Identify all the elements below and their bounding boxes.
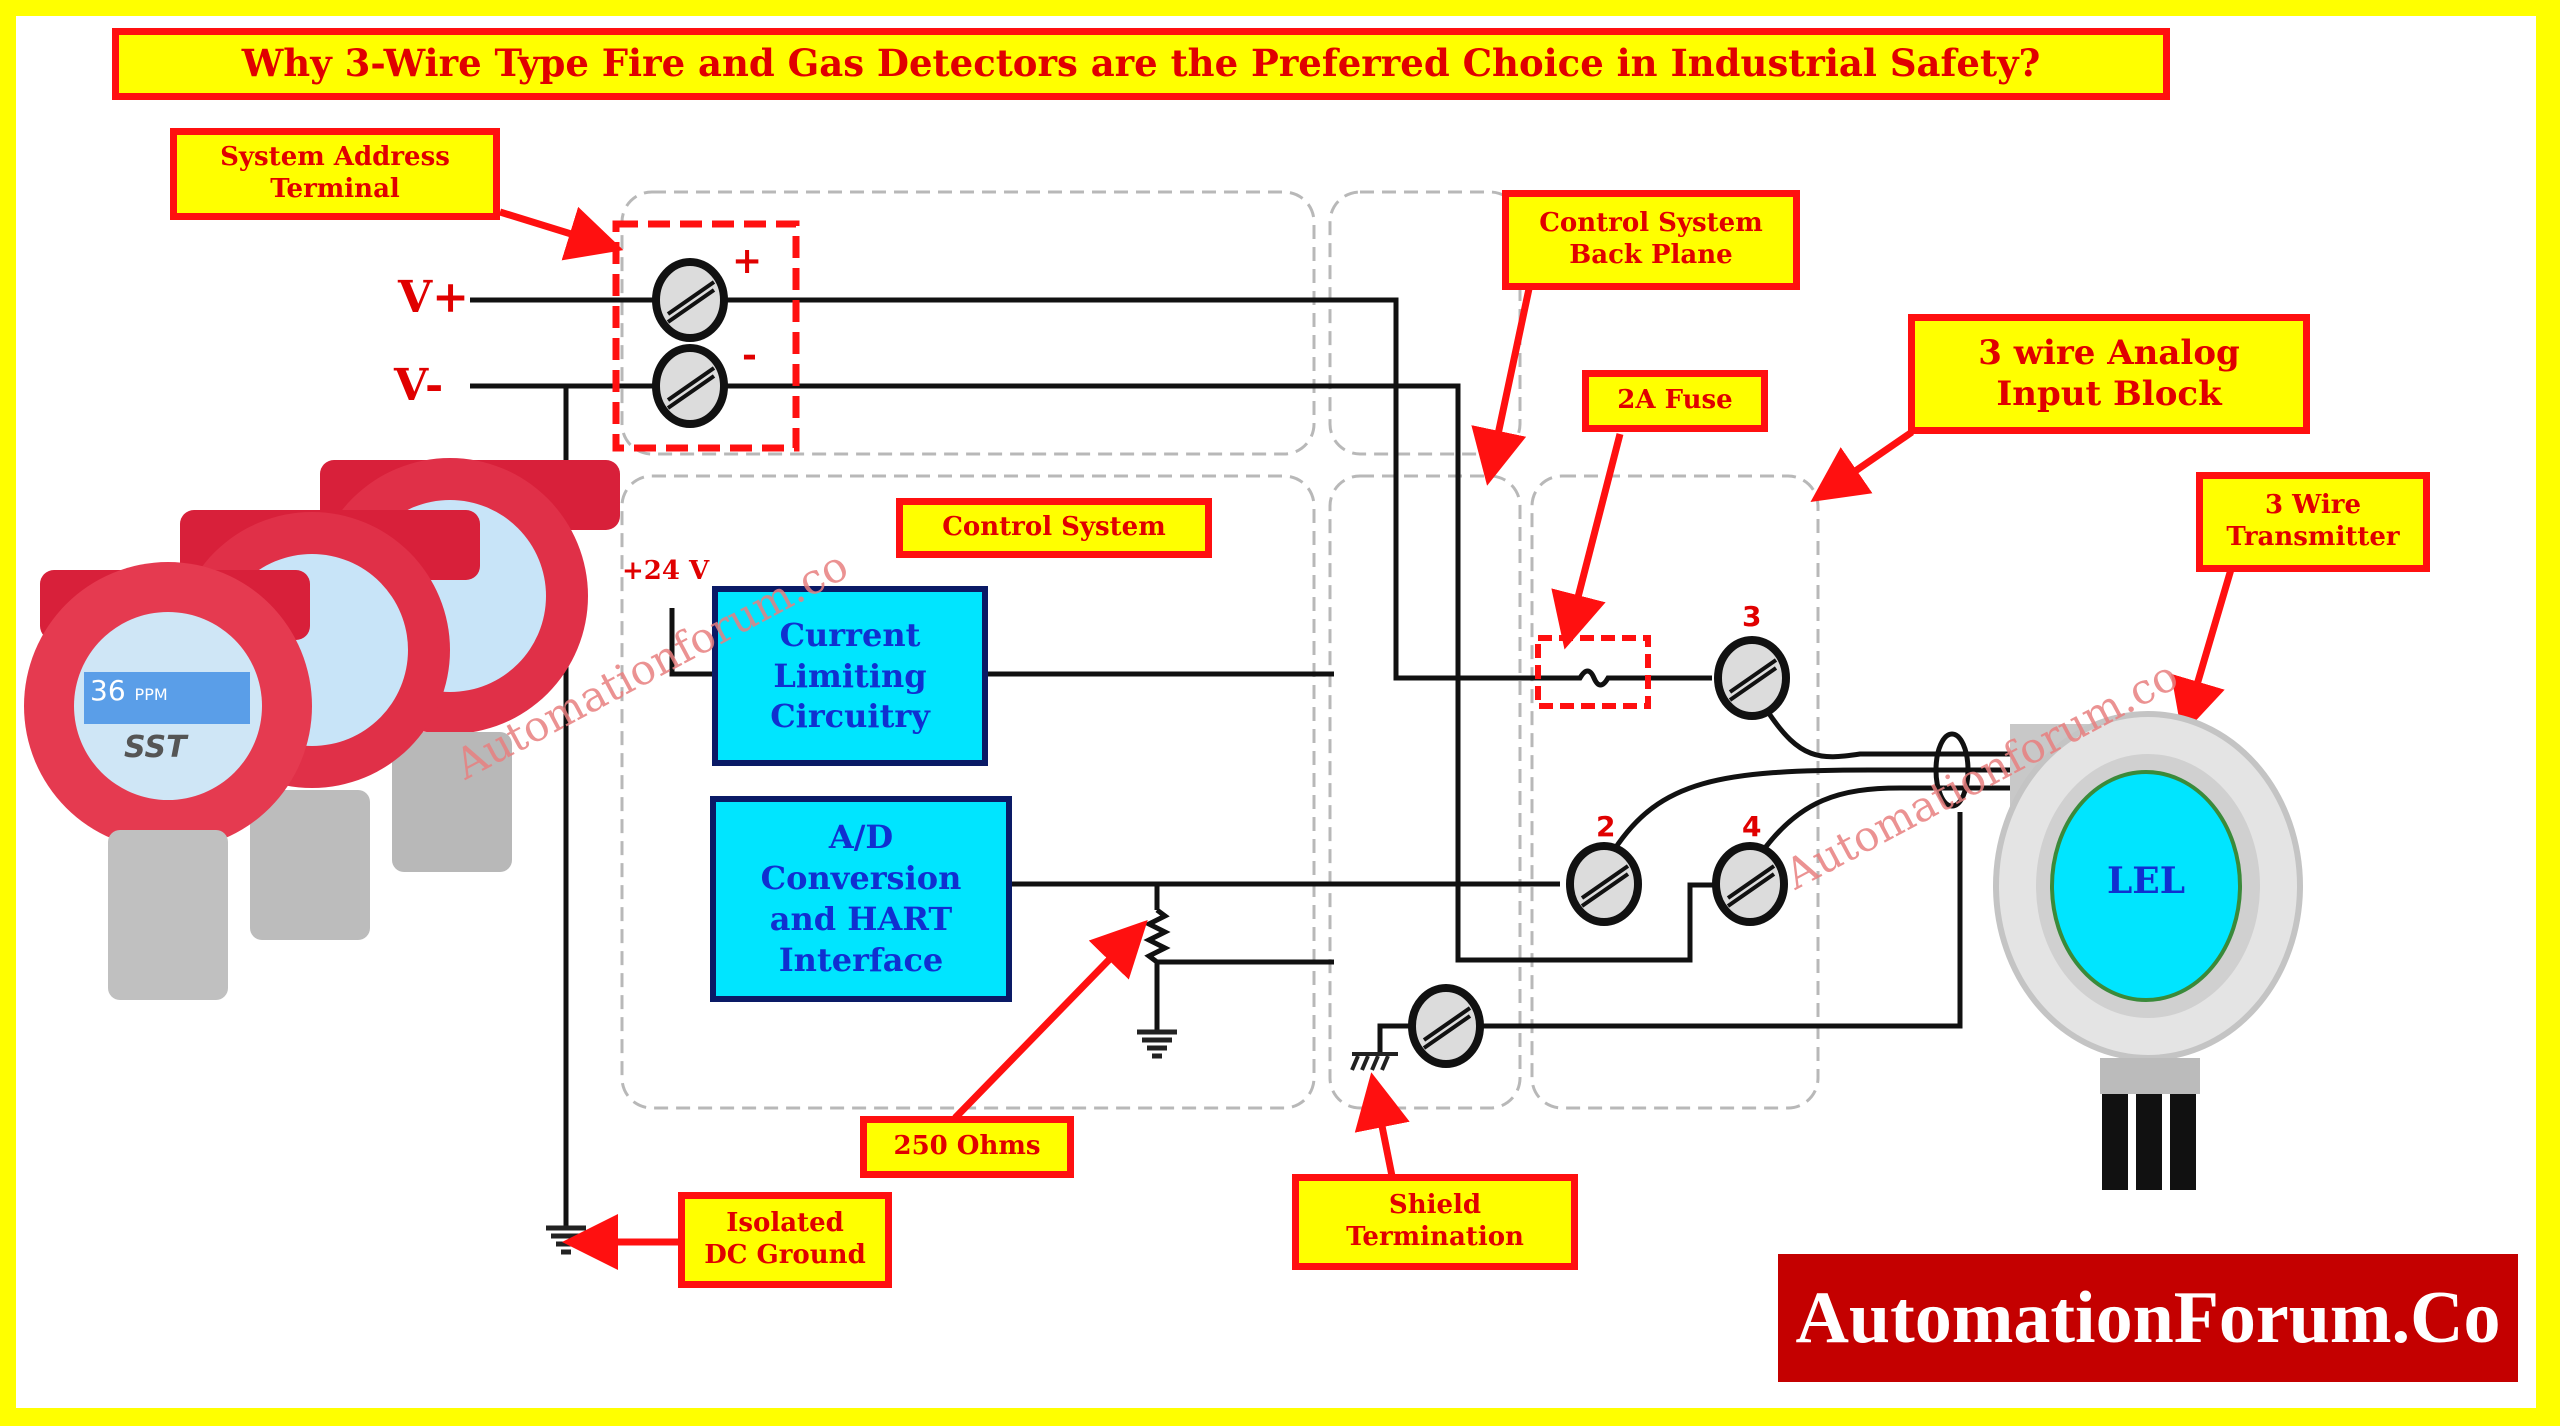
arrow-backplane: [1471, 283, 1534, 486]
terminal-4: [1716, 846, 1784, 922]
arrow-analog-block: [1810, 429, 1914, 502]
ad-hart-interface-block: A/D Conversion and HART Interface: [710, 796, 1012, 1002]
callout-250-ohms: 250 Ohms: [860, 1116, 1074, 1178]
plus-24v-label: +24 V: [622, 556, 710, 586]
callout-3-wire-transmitter: 3 Wire Transmitter: [2196, 472, 2430, 572]
arrow-shield: [1354, 1072, 1410, 1177]
wire-fuse-to-t3: [1545, 668, 1712, 688]
terminal-4-label: 4: [1742, 810, 1762, 843]
wire-v-plus: [470, 297, 1545, 681]
lel-display-text: LEL: [2106, 860, 2186, 902]
callout-control-system-back-plane: Control System Back Plane: [1502, 190, 1800, 290]
system-address-terminal-box: [612, 220, 800, 452]
terminal-3: [1718, 640, 1786, 716]
detector-brand-logo: SST: [124, 730, 187, 765]
wire-t4-to-tx: [1759, 785, 2010, 854]
wire-t3-to-tx: [1765, 710, 2010, 760]
sst-detector-front: [24, 562, 312, 1000]
control-system-enclosure: [620, 474, 1316, 1110]
arrow-250-ohms: [952, 919, 1148, 1121]
wire-resistor: [1143, 908, 1171, 964]
wire-v-minus: [470, 383, 1730, 963]
callout-shield-termination: Shield Termination: [1292, 1174, 1578, 1270]
terminal-v-minus: [656, 348, 724, 424]
current-limiting-circuitry-block: Current Limiting Circuitry: [712, 586, 988, 766]
v-plus-label: V+: [398, 272, 470, 323]
backplane-upper-left: [620, 190, 1316, 456]
terminal-v-plus: [656, 262, 724, 338]
arrow-system-address: [498, 206, 624, 261]
lel-transmitter: [1993, 711, 2303, 1190]
ground-symbol-resistor: [1137, 1029, 1177, 1059]
callout-system-address-terminal: System Address Terminal: [170, 128, 500, 220]
detector-reading-value: 36: [90, 674, 126, 707]
detector-reading: 36 PPM: [90, 674, 168, 707]
cable-bundle-ring: [1933, 731, 1971, 809]
analog-input-block-enclosure: [1530, 474, 1820, 1110]
ground-symbol-shield: [1350, 1052, 1398, 1071]
callout-2a-fuse: 2A Fuse: [1582, 370, 1768, 432]
brand-banner[interactable]: AutomationForum.Co: [1778, 1254, 2518, 1382]
terminal-2: [1570, 846, 1638, 922]
wire-shield-ground: [1377, 1023, 1412, 1054]
backplane-upper-right: [1328, 190, 1522, 456]
backplane-lower: [1328, 474, 1522, 1110]
wire-t2-to-tx: [1611, 767, 2010, 852]
v-minus-label: V-: [394, 360, 444, 411]
callout-analog-input-block: 3 wire Analog Input Block: [1908, 314, 2310, 434]
terminal-shield: [1412, 988, 1480, 1064]
detector-reading-unit: PPM: [134, 685, 168, 704]
minus-sign-label: -: [742, 334, 757, 376]
terminal-3-label: 3: [1742, 600, 1762, 633]
arrow-fuse: [1551, 433, 1624, 650]
sst-detector-group: [24, 458, 620, 1000]
arrow-transmitter: [2171, 565, 2236, 736]
callout-control-system: Control System: [896, 498, 1212, 558]
plus-sign-label: +: [732, 240, 763, 282]
page-title: Why 3-Wire Type Fire and Gas Detectors a…: [112, 28, 2170, 100]
callout-isolated-dc-ground: Isolated DC Ground: [678, 1192, 892, 1288]
wire-24v: [669, 608, 714, 677]
terminal-2-label: 2: [1596, 810, 1616, 843]
wire-shield: [1480, 812, 1963, 1029]
